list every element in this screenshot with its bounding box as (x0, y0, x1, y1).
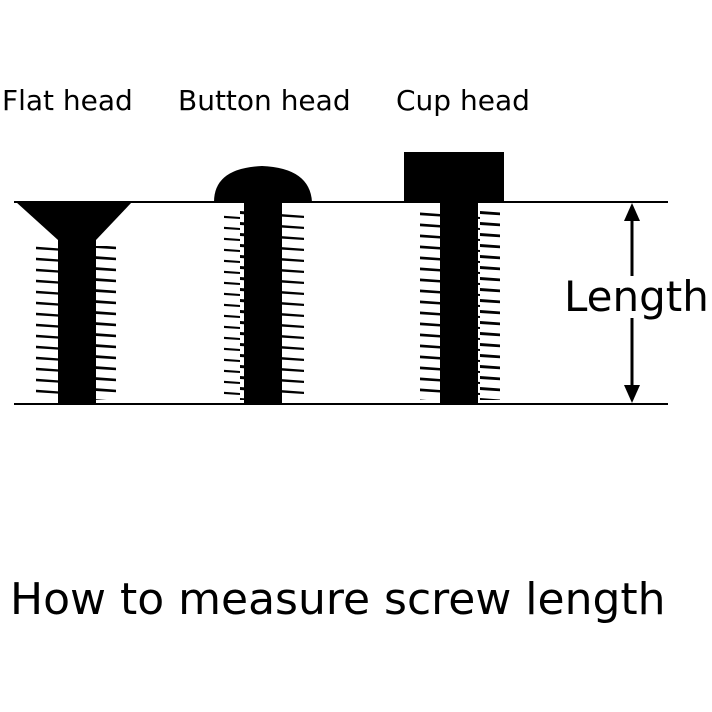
button-head-screw (214, 166, 312, 404)
button-head-label: Button head (178, 84, 351, 117)
cup-head-threads (420, 210, 500, 400)
flat-head-threads (36, 246, 116, 400)
cup-head-icon (404, 152, 504, 202)
button-head-icon (214, 166, 312, 202)
flat-head-icon (16, 202, 132, 240)
flat-head-screw (16, 202, 132, 404)
button-head-threads (224, 210, 304, 400)
length-label: Length (562, 272, 711, 321)
flat-head-label: Flat head (2, 84, 133, 117)
arrow-down-icon (624, 385, 640, 403)
cup-head-screw (404, 152, 504, 404)
arrow-up-icon (624, 203, 640, 221)
cup-head-label: Cup head (396, 84, 530, 117)
caption: How to measure screw length (10, 574, 666, 625)
